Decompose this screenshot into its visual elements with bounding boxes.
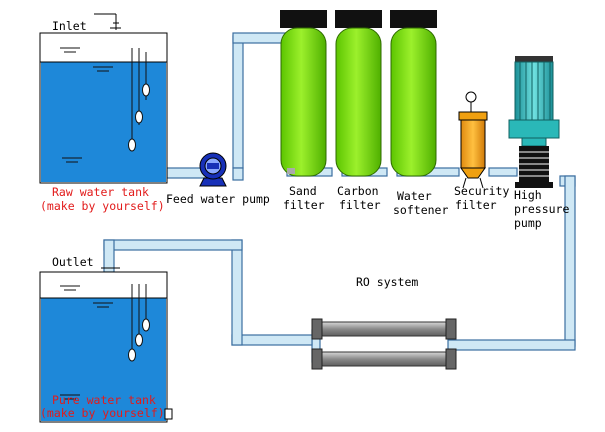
pure-water-tank: [39, 271, 173, 423]
softener-label-1: Water: [397, 189, 432, 203]
sand-filter: [280, 10, 327, 177]
feed-pump-label: Feed water pump: [166, 192, 270, 206]
hp-pump-label-3: pump: [514, 216, 542, 230]
outlet-label: Outlet: [52, 255, 94, 269]
raw-tank-label-1: Raw water tank: [52, 185, 149, 199]
security-filter-label-1: Security: [454, 184, 510, 198]
ro-system-label: RO system: [356, 275, 419, 289]
water-softener: [390, 10, 437, 177]
raw-water-tank: [39, 32, 168, 184]
security-filter-label-2: filter: [455, 198, 497, 212]
high-pressure-pump: [508, 56, 560, 188]
carbon-filter: [335, 10, 382, 177]
carbon-filter-label-2: filter: [339, 198, 381, 212]
pure-tank-label-1: Pure water tank: [52, 393, 156, 407]
sand-filter-label-1: Sand: [289, 184, 317, 198]
security-filter: [458, 91, 488, 189]
sand-filter-label-2: filter: [283, 198, 325, 212]
hp-pump-label-1: High: [514, 188, 542, 202]
pure-tank-label-2: (make by yourself): [40, 406, 165, 420]
ro-membranes: [311, 318, 457, 370]
softener-label-2: softener: [393, 203, 449, 217]
inlet-label: Inlet: [52, 19, 87, 33]
hp-pump-label-2: pressure: [514, 202, 570, 216]
carbon-filter-label-1: Carbon: [337, 184, 379, 198]
raw-tank-label-2: (make by yourself): [40, 199, 165, 213]
feed-water-pump: [199, 152, 227, 187]
